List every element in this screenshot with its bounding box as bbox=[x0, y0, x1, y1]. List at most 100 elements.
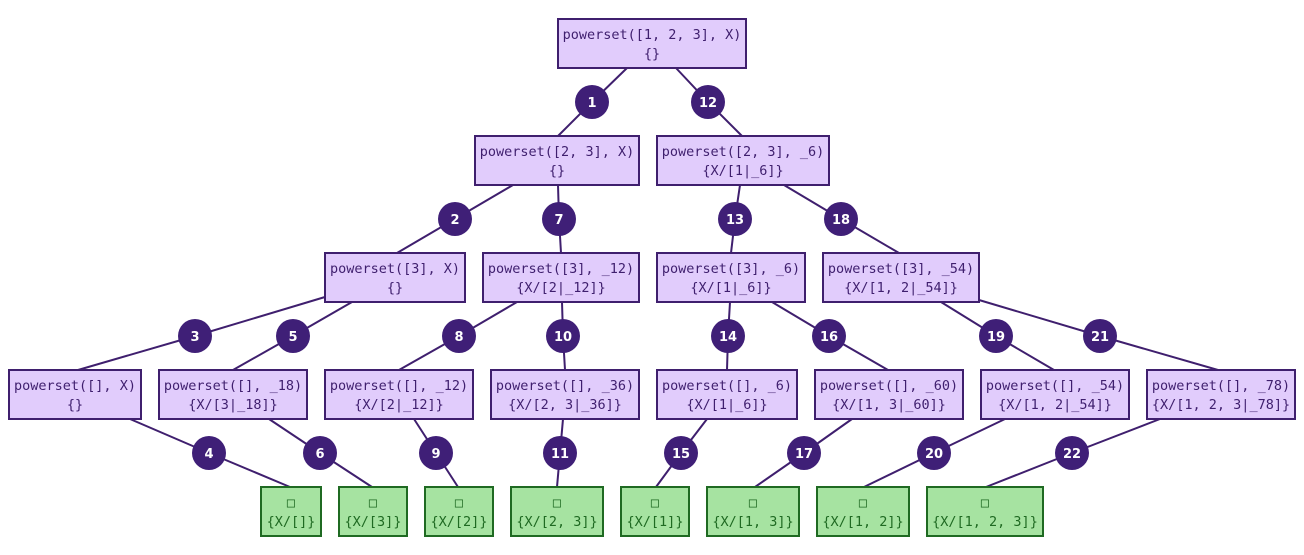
step-number: 8 bbox=[454, 330, 463, 345]
step-circle bbox=[419, 436, 453, 470]
step-number: 14 bbox=[719, 330, 737, 345]
goal-node: powerset([], _12) {X/[2|_12]} bbox=[324, 369, 474, 420]
step-badge: 22 bbox=[1055, 436, 1089, 470]
node-box bbox=[656, 369, 798, 420]
substitution-label: {} bbox=[644, 46, 660, 62]
empty-clause-symbol: □ bbox=[981, 495, 989, 511]
step-number: 4 bbox=[204, 447, 213, 462]
step-number: 10 bbox=[554, 330, 572, 345]
step-badge: 9 bbox=[419, 436, 453, 470]
success-leaf: □ {X/[2]} bbox=[424, 486, 494, 537]
goal-node: powerset([], _6){X/[1|_6]} bbox=[656, 369, 798, 420]
step-badge: 1 bbox=[575, 85, 609, 119]
step-number: 15 bbox=[672, 447, 690, 462]
substitution-label: {X/[2|_12]} bbox=[354, 397, 443, 413]
goal-node: powerset([3], _6){X/[1|_6]} bbox=[656, 252, 806, 303]
step-badge: 20 bbox=[917, 436, 951, 470]
step-badge: 11 bbox=[543, 436, 577, 470]
step-number: 2 bbox=[450, 213, 459, 228]
step-badge: 17 bbox=[787, 436, 821, 470]
step-number: 18 bbox=[832, 213, 850, 228]
step-number: 1 bbox=[587, 96, 596, 111]
node-box bbox=[656, 135, 830, 186]
step-circle bbox=[979, 319, 1013, 353]
step-number: 13 bbox=[726, 213, 744, 228]
success-leaf: □{X/[1, 2]} bbox=[816, 486, 910, 537]
node-box bbox=[482, 252, 640, 303]
success-leaf: □{X/[3]} bbox=[338, 486, 408, 537]
step-badge: 5 bbox=[276, 319, 310, 353]
step-circle bbox=[1055, 436, 1089, 470]
substitution-label: {X/[1]} bbox=[627, 514, 684, 530]
step-number: 21 bbox=[1091, 330, 1109, 345]
step-number: 22 bbox=[1063, 447, 1081, 462]
edges-layer bbox=[77, 67, 1219, 488]
substitution-label: {X/[2, 3]} bbox=[516, 514, 597, 530]
step-circle bbox=[691, 85, 725, 119]
substitution-label: {X/[1|_6]} bbox=[690, 280, 771, 296]
substitution-label: {X/[2]} bbox=[431, 514, 488, 530]
substitution-label: {} bbox=[67, 397, 83, 413]
goal-label: powerset([], _54) bbox=[986, 378, 1124, 394]
substitution-label: {X/[1|_6]} bbox=[702, 163, 783, 179]
node-box bbox=[8, 369, 142, 420]
step-circle bbox=[303, 436, 337, 470]
substitution-label: {X/[1, 2, 3]} bbox=[932, 514, 1038, 530]
step-number: 6 bbox=[315, 447, 324, 462]
goal-label: powerset([2, 3], _6) bbox=[662, 144, 825, 160]
step-number: 7 bbox=[554, 213, 563, 228]
step-number: 12 bbox=[699, 96, 717, 111]
step-circle bbox=[276, 319, 310, 353]
step-badge: 7 bbox=[542, 202, 576, 236]
nodes-layer: powerset([1, 2, 3], X){}powerset([2, 3],… bbox=[8, 18, 1296, 537]
substitution-label: {X/[2|_12]} bbox=[516, 280, 605, 296]
goal-label: powerset([3], _12) bbox=[488, 261, 634, 277]
goal-node: powerset([], _36) {X/[2, 3|_36]} bbox=[490, 369, 640, 420]
empty-clause-symbol: □ bbox=[287, 495, 295, 511]
node-box bbox=[324, 252, 466, 303]
empty-clause-symbol: □ bbox=[553, 495, 561, 511]
node-box bbox=[324, 369, 474, 420]
step-badge: 15 bbox=[664, 436, 698, 470]
step-number: 19 bbox=[987, 330, 1005, 345]
substitution-label: {X/[2, 3|_36]} bbox=[508, 397, 622, 413]
substitution-label: {X/[1, 2]} bbox=[822, 514, 903, 530]
node-box bbox=[490, 369, 640, 420]
goal-node: powerset([], _60){X/[1, 3|_60]} bbox=[814, 369, 964, 420]
leaf-box bbox=[510, 486, 604, 537]
step-number: 20 bbox=[925, 447, 943, 462]
step-badge: 16 bbox=[812, 319, 846, 353]
goal-label: powerset([], _6) bbox=[662, 378, 792, 394]
goal-label: powerset([], _36) bbox=[496, 378, 634, 394]
node-box bbox=[814, 369, 964, 420]
goal-node: powerset([2, 3], _6) {X/[1|_6]} bbox=[656, 135, 830, 186]
goal-label: powerset([], _12) bbox=[330, 378, 468, 394]
goal-label: powerset([], X) bbox=[14, 378, 136, 394]
node-box bbox=[557, 18, 747, 69]
empty-clause-symbol: □ bbox=[651, 495, 659, 511]
leaf-box bbox=[926, 486, 1044, 537]
step-circle bbox=[1083, 319, 1117, 353]
empty-clause-symbol: □ bbox=[455, 495, 463, 511]
substitution-label: {} bbox=[387, 280, 403, 296]
goal-label: powerset([], _60) bbox=[820, 378, 958, 394]
empty-clause-symbol: □ bbox=[749, 495, 757, 511]
step-number: 5 bbox=[288, 330, 297, 345]
step-circle bbox=[711, 319, 745, 353]
success-leaf: □ {X/[2, 3]} bbox=[510, 486, 604, 537]
goal-node: powerset([2, 3], X){} bbox=[474, 135, 640, 186]
step-badge: 4 bbox=[192, 436, 226, 470]
substitution-label: {} bbox=[549, 163, 565, 179]
step-badge: 13 bbox=[718, 202, 752, 236]
substitution-label: {X/[1, 2|_54]} bbox=[998, 397, 1112, 413]
step-circle bbox=[542, 202, 576, 236]
step-badge: 12 bbox=[691, 85, 725, 119]
step-badge: 2 bbox=[438, 202, 472, 236]
step-badge: 19 bbox=[979, 319, 1013, 353]
substitution-label: {X/[1, 2|_54]} bbox=[844, 280, 958, 296]
leaf-box bbox=[424, 486, 494, 537]
substitution-label: {X/[3]} bbox=[345, 514, 402, 530]
substitution-label: {X/[1, 3]} bbox=[712, 514, 793, 530]
step-circle bbox=[438, 202, 472, 236]
